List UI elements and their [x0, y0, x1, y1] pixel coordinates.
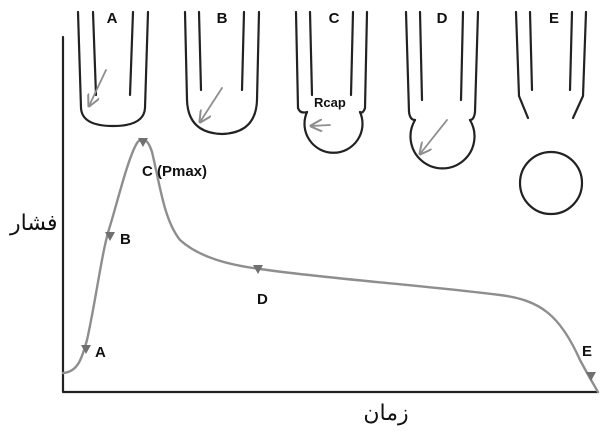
y-axis-label: فشار: [9, 211, 57, 236]
tube-a: A: [76, 10, 150, 128]
pressure-curve: [61, 138, 600, 394]
tube-c: Rcap C: [294, 10, 369, 154]
tube-b-arrow: [200, 87, 223, 122]
point-b-label: B: [120, 231, 131, 248]
tube-c-label: C: [329, 10, 340, 27]
tube-e: E: [514, 10, 588, 216]
point-a: A: [81, 344, 106, 361]
axes-lines: [61, 35, 600, 394]
tube-d-arrow: [420, 119, 448, 154]
point-d-marker: [253, 265, 263, 274]
point-a-marker: [81, 345, 91, 354]
tube-c-arrow: [311, 125, 331, 126]
tube-b-label: B: [217, 10, 228, 27]
point-d-label: D: [257, 291, 268, 308]
tube-e-label: E: [549, 10, 559, 27]
tube-a-arrow: [89, 69, 107, 106]
detached-bubble: [518, 150, 584, 216]
point-e-marker: [586, 372, 596, 381]
point-e: E: [582, 343, 596, 381]
point-a-label: A: [95, 344, 106, 361]
point-b-marker: [105, 232, 115, 241]
tube-d-label: D: [437, 10, 448, 27]
x-axis-label: زمان: [363, 401, 408, 426]
tube-b: B: [183, 10, 261, 136]
tube-c-annotation: Rcap: [314, 95, 346, 110]
tube-a-label: A: [107, 10, 118, 27]
point-c: C (Pmax): [138, 138, 207, 180]
point-e-label: E: [582, 343, 592, 360]
point-b: B: [105, 231, 131, 248]
point-d: D: [253, 265, 268, 308]
point-c-marker: [138, 138, 148, 147]
point-c-label: C (Pmax): [142, 163, 207, 180]
tube-d: D: [404, 10, 480, 170]
